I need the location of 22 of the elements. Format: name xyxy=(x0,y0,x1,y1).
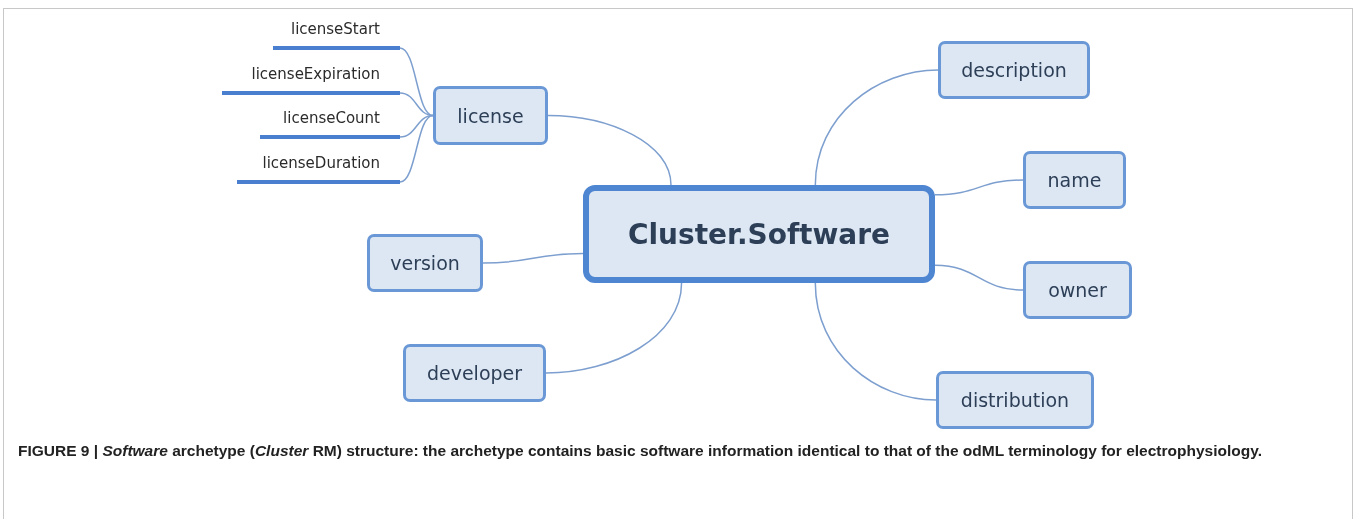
connector-line xyxy=(545,282,683,374)
underlined-subtopic: licenseStart xyxy=(273,20,400,50)
underlined-subtopic: licenseCount xyxy=(260,109,400,139)
connector-line xyxy=(482,252,584,264)
connector-line xyxy=(814,282,937,401)
connector-line xyxy=(399,47,434,117)
topic-box: license xyxy=(433,86,548,145)
connector-line xyxy=(934,264,1024,291)
topic-box: description xyxy=(938,41,1090,99)
figure-caption: FIGURE 9 | Software archetype (Cluster RM) structure: the archetype contains basic software information identical to that of the odML terminology for electrophysiology. xyxy=(18,441,1263,461)
topic-box: developer xyxy=(403,344,546,402)
connector-line xyxy=(399,114,434,183)
topic-box: owner xyxy=(1023,261,1132,319)
topic-box: name xyxy=(1023,151,1126,209)
connector-line xyxy=(547,114,672,186)
connector-line xyxy=(814,69,939,186)
topic-box: version xyxy=(367,234,483,292)
underlined-subtopic: licenseExpiration xyxy=(222,65,400,95)
underlined-subtopic: licenseDuration xyxy=(237,154,400,184)
topic-box: distribution xyxy=(936,371,1094,429)
central-topic-box: Cluster.Software xyxy=(583,185,935,283)
connector-line xyxy=(934,179,1024,196)
